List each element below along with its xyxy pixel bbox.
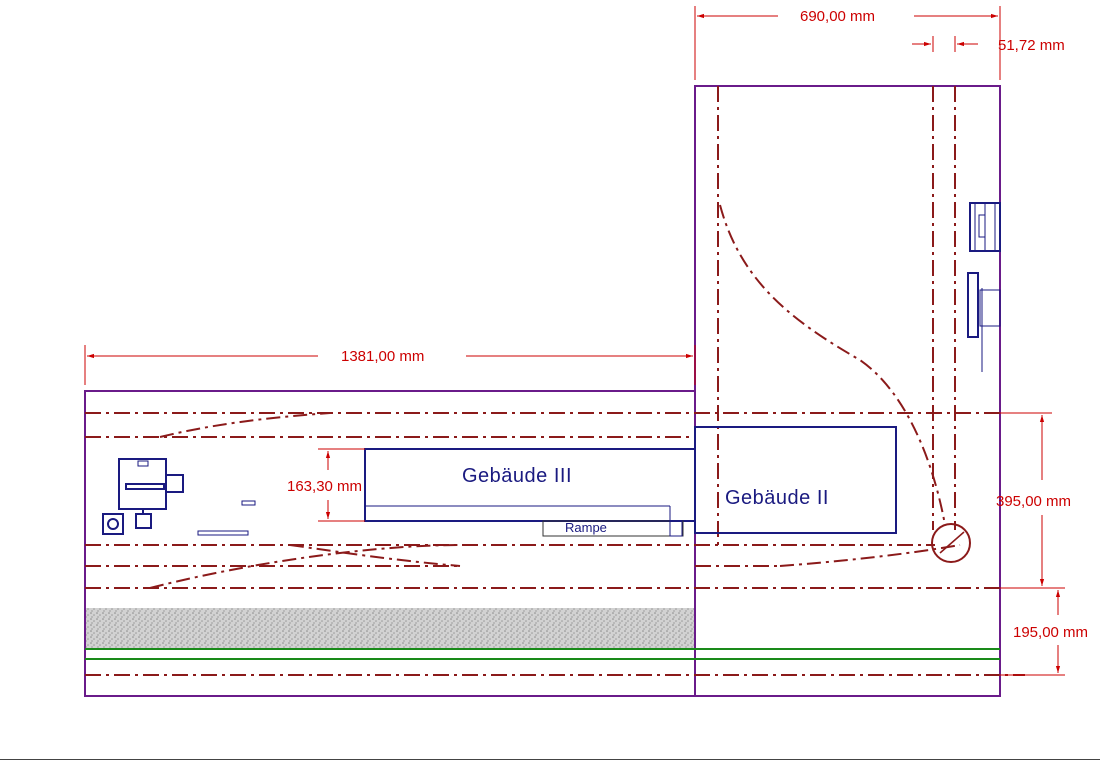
- right-room-outline: [694, 85, 1001, 697]
- machine-equipment: [102, 458, 184, 535]
- ramp-outline: [542, 520, 684, 537]
- dim-195-label: 195,00 mm: [1013, 624, 1088, 641]
- dim-395-label: 395,00 mm: [996, 493, 1071, 510]
- dim-690-label: 690,00 mm: [800, 8, 875, 25]
- track-curve-large: [719, 204, 946, 526]
- dim-1381-label: 1381,00 mm: [341, 348, 424, 365]
- track-crossover-2: [289, 544, 461, 567]
- wall-equipment-lower: [967, 272, 1001, 372]
- small-part-1: [241, 500, 256, 506]
- gravel-strip: [85, 608, 695, 648]
- dim-5172-label: 51,72 mm: [998, 37, 1065, 54]
- turntable: [931, 523, 971, 563]
- building-ii-label: Gebäude II: [725, 487, 829, 509]
- ramp-label: Rampe: [565, 520, 607, 535]
- track-curve-right-lower: [779, 544, 961, 567]
- building-ii-outline: [694, 426, 897, 534]
- turntable-bridge: [939, 531, 965, 554]
- dim-16330-label: 163,30 mm: [287, 478, 362, 495]
- wall-equipment-upper: [969, 202, 1001, 252]
- building-iii-label: Gebäude III: [462, 465, 572, 487]
- small-part-2: [197, 530, 249, 536]
- bottom-border-line: [0, 759, 1100, 760]
- track-curve-upper-left: [159, 412, 331, 438]
- ramp-end-block: [669, 520, 683, 537]
- track-crossover-1: [149, 544, 461, 589]
